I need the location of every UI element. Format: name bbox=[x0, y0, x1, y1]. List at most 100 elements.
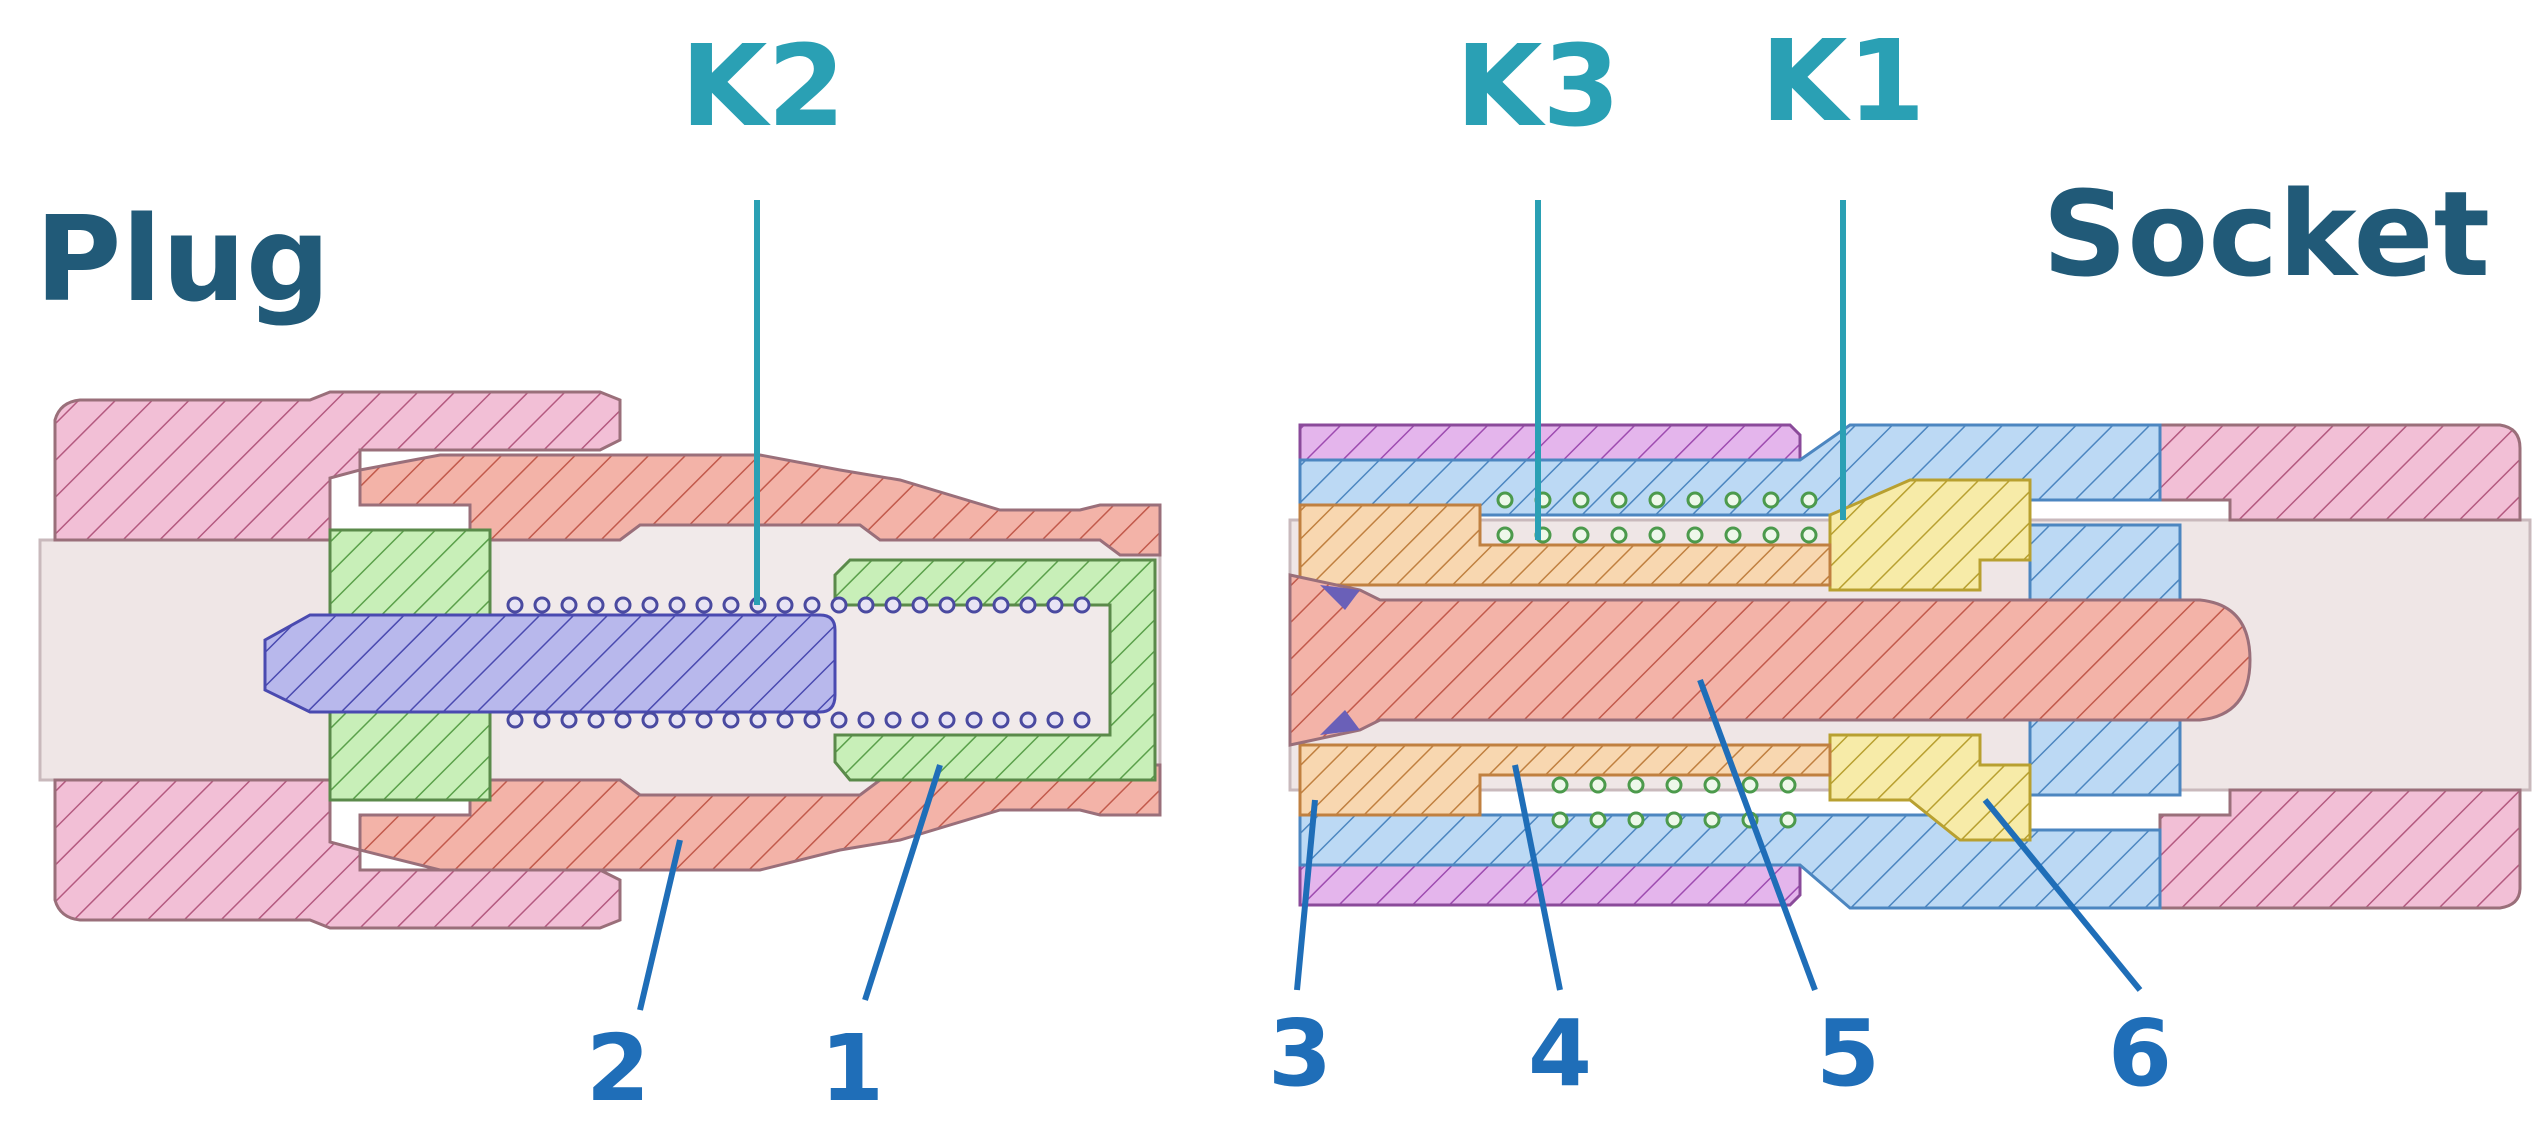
spring-coil bbox=[1665, 811, 1683, 829]
socket-nut-bottom bbox=[2158, 788, 2522, 910]
labels: Plug Socket K2 K3 K1 2 1 3 4 5 6 bbox=[35, 17, 2490, 1122]
spring-label-k2: K2 bbox=[681, 22, 846, 152]
spring-coil bbox=[668, 596, 686, 614]
part-label-5: 5 bbox=[1816, 1000, 1880, 1107]
socket-seal-top bbox=[1320, 585, 1360, 610]
spring-coil bbox=[884, 596, 902, 614]
spring-k2-coils bbox=[506, 596, 1091, 729]
spring-coil bbox=[1724, 491, 1742, 509]
part-label-2: 2 bbox=[586, 1015, 650, 1122]
plug-sleeve-top bbox=[328, 528, 492, 622]
leader-part-6 bbox=[1982, 798, 2143, 992]
spring-coil bbox=[1551, 776, 1569, 794]
spring-coil bbox=[1572, 491, 1590, 509]
spring-coil bbox=[1800, 526, 1818, 544]
spring-coil bbox=[533, 596, 551, 614]
spring-coil bbox=[641, 596, 659, 614]
socket-assembly bbox=[1288, 423, 2532, 910]
spring-coil bbox=[938, 596, 956, 614]
socket-nut-top bbox=[2158, 423, 2522, 522]
socket-title: Socket bbox=[2042, 165, 2490, 303]
spring-coil bbox=[1648, 526, 1666, 544]
spring-coil bbox=[1724, 526, 1742, 544]
spring-coil bbox=[587, 596, 605, 614]
plug-nut-bottom bbox=[53, 778, 622, 930]
socket-guide-bottom bbox=[1828, 733, 2032, 842]
plug-assembly bbox=[38, 390, 1162, 930]
spring-label-k1: K1 bbox=[1761, 17, 1926, 147]
spring-coil bbox=[1627, 811, 1645, 829]
spring-coil bbox=[695, 596, 713, 614]
part-label-3: 3 bbox=[1268, 1000, 1332, 1107]
spring-coil bbox=[695, 711, 713, 729]
spring-coil bbox=[1627, 776, 1645, 794]
spring-coil bbox=[1551, 811, 1569, 829]
spring-coil bbox=[533, 711, 551, 729]
spring-coil bbox=[803, 711, 821, 729]
spring-coil bbox=[614, 711, 632, 729]
spring-coil bbox=[830, 596, 848, 614]
part-label-1: 1 bbox=[820, 1015, 884, 1122]
spring-label-k3: K3 bbox=[1456, 22, 1621, 152]
spring-coil bbox=[1019, 596, 1037, 614]
spring-coil bbox=[1779, 776, 1797, 794]
plug-title: Plug bbox=[35, 190, 330, 328]
plug-sleeve-bottom bbox=[328, 698, 492, 802]
spring-coil bbox=[587, 711, 605, 729]
spring-coil bbox=[1589, 776, 1607, 794]
spring-coil bbox=[560, 711, 578, 729]
spring-coil bbox=[641, 711, 659, 729]
spring-coil bbox=[830, 711, 848, 729]
spring-coil bbox=[992, 596, 1010, 614]
spring-coil bbox=[506, 711, 524, 729]
spring-coil bbox=[776, 596, 794, 614]
spring-coil bbox=[938, 711, 956, 729]
spring-coil bbox=[965, 711, 983, 729]
spring-coil bbox=[911, 711, 929, 729]
plug-body-bottom bbox=[358, 763, 1162, 872]
spring-coil bbox=[614, 596, 632, 614]
leader-part-1 bbox=[862, 764, 943, 1001]
socket-guide-top bbox=[1828, 478, 2032, 592]
spring-coil bbox=[1703, 811, 1721, 829]
spring-coil bbox=[1610, 526, 1628, 544]
socket-sleeve-top bbox=[1298, 423, 1802, 462]
spring-coil bbox=[1665, 776, 1683, 794]
spring-coil bbox=[1648, 491, 1666, 509]
spring-coil bbox=[857, 596, 875, 614]
spring-coil bbox=[1019, 711, 1037, 729]
plug-poppet bbox=[263, 613, 837, 714]
part-label-6: 6 bbox=[2108, 1000, 2172, 1107]
spring-coil bbox=[1572, 526, 1590, 544]
spring-coil bbox=[1800, 491, 1818, 509]
spring-coil bbox=[857, 711, 875, 729]
socket-slide-top bbox=[1298, 503, 1832, 587]
spring-coil bbox=[1610, 491, 1628, 509]
spring-coil bbox=[884, 711, 902, 729]
spring-coil bbox=[1686, 491, 1704, 509]
spring-coil bbox=[749, 711, 767, 729]
leader-part-4 bbox=[1512, 764, 1563, 991]
spring-coil bbox=[1589, 811, 1607, 829]
spring-coil bbox=[1496, 526, 1514, 544]
spring-coil bbox=[506, 596, 524, 614]
spring-coil bbox=[722, 596, 740, 614]
spring-coil bbox=[1779, 811, 1797, 829]
spring-coil bbox=[1686, 526, 1704, 544]
spring-coil bbox=[1741, 776, 1759, 794]
leader-lines bbox=[637, 200, 2143, 1011]
spring-coil bbox=[1046, 711, 1064, 729]
spring-coil bbox=[722, 711, 740, 729]
spring-coil bbox=[1046, 596, 1064, 614]
spring-coil bbox=[911, 596, 929, 614]
spring-coil bbox=[560, 596, 578, 614]
spring-coil bbox=[992, 711, 1010, 729]
spring-coil bbox=[803, 596, 821, 614]
spring-k1-k3-coils bbox=[1496, 491, 1818, 829]
spring-coil bbox=[1762, 491, 1780, 509]
spring-coil bbox=[668, 711, 686, 729]
plug-nut-top bbox=[53, 390, 622, 542]
spring-coil bbox=[776, 711, 794, 729]
